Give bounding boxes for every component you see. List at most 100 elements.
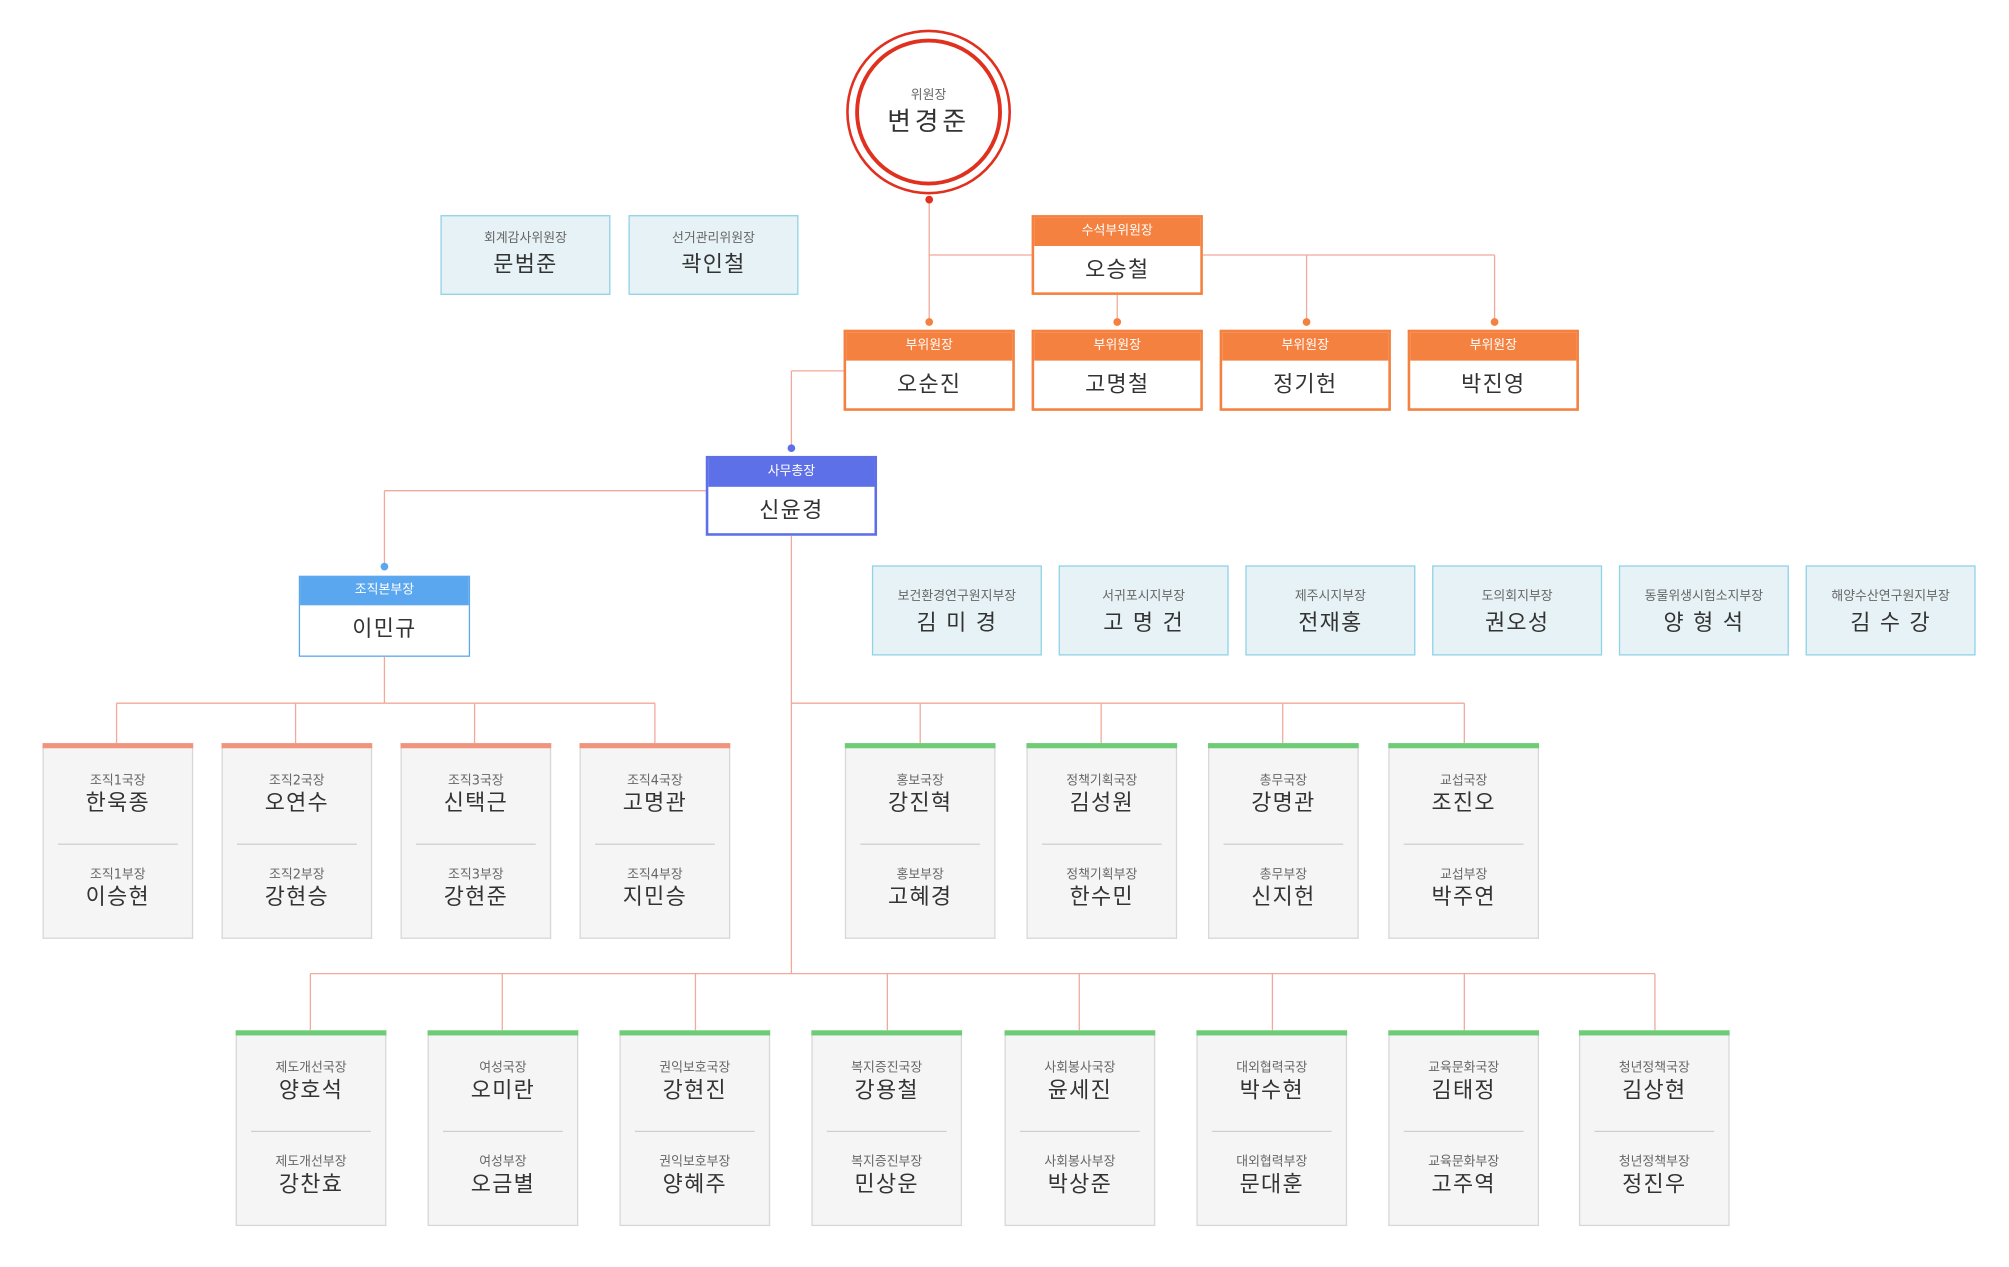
- card-accent-bar: [1388, 743, 1540, 749]
- chief-name: 강현진: [662, 1077, 727, 1104]
- deputy-role: 총무부장: [1259, 868, 1308, 883]
- vice-chair-role: 부위원장: [1410, 332, 1577, 361]
- vice-chair-name: 고명철: [1085, 372, 1150, 398]
- chief-role: 조직1국장: [90, 774, 146, 789]
- deputy-name: 이승현: [85, 884, 150, 911]
- card-accent-bar: [400, 743, 552, 749]
- card-divider: [1223, 843, 1344, 845]
- vice-chair-name: 박진영: [1461, 372, 1526, 398]
- card-divider: [1403, 843, 1524, 845]
- card-divider: [1594, 1130, 1715, 1133]
- chief-role: 청년정책국장: [1618, 1061, 1690, 1076]
- card-accent-bar: [579, 743, 731, 749]
- committee-name: 문범준: [493, 252, 558, 279]
- deputy-role: 사회봉사부장: [1044, 1155, 1116, 1170]
- card-accent-bar: [1004, 1030, 1156, 1036]
- chief-role: 복지증진국장: [851, 1061, 923, 1076]
- chief-role: 제도개선국장: [275, 1061, 347, 1076]
- deputy-name: 오금별: [470, 1171, 536, 1198]
- deputy-role: 교섭부장: [1439, 868, 1488, 883]
- deputy-role: 청년정책부장: [1618, 1155, 1690, 1170]
- chief-name: 김태정: [1431, 1077, 1496, 1104]
- deputy-name: 정진우: [1622, 1171, 1687, 1198]
- card-divider: [415, 843, 536, 845]
- chief-role: 교섭국장: [1439, 774, 1488, 789]
- branch-head-name: 전재홍: [1298, 610, 1363, 637]
- chief-role: 조직3국장: [448, 774, 504, 789]
- chief-name: 김상현: [1622, 1077, 1687, 1104]
- branch-head-name: 고 명 건: [1103, 610, 1185, 637]
- deputy-role: 복지증진부장: [851, 1155, 923, 1170]
- chief-role: 권익보호국장: [659, 1061, 731, 1076]
- chief-role: 조직4국장: [627, 774, 683, 789]
- card-divider: [1020, 1130, 1140, 1133]
- vice-chair-node: 부위원장 고명철: [1031, 329, 1203, 411]
- card-divider: [1041, 843, 1162, 845]
- committee-name: 곽인철: [681, 252, 746, 279]
- deputy-name: 민상운: [854, 1171, 919, 1198]
- card-accent-bar: [844, 743, 996, 749]
- branch-head-node: 도의회지부장 권오성: [1432, 565, 1603, 656]
- chief-name: 김성원: [1069, 790, 1134, 817]
- chief-role: 정책기획국장: [1066, 774, 1138, 789]
- deputy-role: 조직1부장: [90, 868, 146, 883]
- card-divider: [251, 1130, 371, 1133]
- deputy-role: 조직3부장: [448, 868, 504, 883]
- branch-head-role: 보건환경연구원지부장: [897, 589, 1017, 605]
- chief-role: 조직2국장: [269, 774, 325, 789]
- chief-name: 고명관: [622, 790, 688, 817]
- card-divider: [443, 1130, 563, 1133]
- chief-role: 대외협력국장: [1236, 1061, 1308, 1076]
- deputy-role: 조직2부장: [269, 868, 325, 883]
- vice-chair-node: 부위원장 오순진: [843, 329, 1015, 411]
- chief-name: 강용철: [854, 1077, 919, 1104]
- deputy-name: 한수민: [1069, 884, 1134, 911]
- branch-head-role: 해양수산연구원지부장: [1831, 589, 1950, 605]
- card-accent-bar: [427, 1030, 579, 1036]
- deputy-role: 여성부장: [479, 1155, 527, 1170]
- branch-head-node: 서귀포시지부장 고 명 건: [1058, 565, 1229, 656]
- secretary-general-node: 사무총장 신윤경: [705, 455, 878, 536]
- card-accent-bar: [235, 1030, 387, 1036]
- card-divider: [236, 843, 357, 845]
- secretary-general-name: 신윤경: [759, 498, 824, 525]
- chief-role: 여성국장: [479, 1061, 527, 1076]
- organization-head-node: 조직본부장 이민규: [298, 575, 471, 657]
- deputy-role: 정책기획부장: [1066, 868, 1138, 883]
- deputy-role: 대외협력부장: [1236, 1155, 1308, 1170]
- card-accent-bar: [1026, 743, 1178, 749]
- chief-name: 강진혁: [888, 790, 953, 817]
- deputy-name: 박주연: [1431, 884, 1496, 911]
- senior-vice-name: 오승철: [1085, 257, 1150, 284]
- deputy-name: 강현준: [443, 884, 509, 911]
- chief-name: 한욱종: [85, 790, 150, 817]
- organization-head-role: 조직본부장: [300, 576, 469, 606]
- card-accent-bar: [1388, 1030, 1540, 1036]
- deputy-name: 고주역: [1431, 1171, 1496, 1198]
- chief-role: 교육문화국장: [1428, 1061, 1500, 1076]
- deputy-name: 강현승: [264, 884, 329, 911]
- committee-node: 회계감사위원장 문범준: [440, 215, 611, 295]
- card-accent-bar: [1208, 743, 1359, 749]
- branch-head-name: 권오성: [1484, 610, 1550, 637]
- chief-role: 홍보국장: [896, 774, 944, 789]
- chief-name: 양호석: [278, 1077, 344, 1104]
- deputy-role: 조직4부장: [627, 868, 683, 883]
- deputy-name: 지민승: [622, 884, 688, 911]
- vice-chair-role: 부위원장: [1034, 332, 1201, 361]
- branch-head-role: 제주시지부장: [1294, 589, 1366, 605]
- card-accent-bar: [811, 1030, 963, 1036]
